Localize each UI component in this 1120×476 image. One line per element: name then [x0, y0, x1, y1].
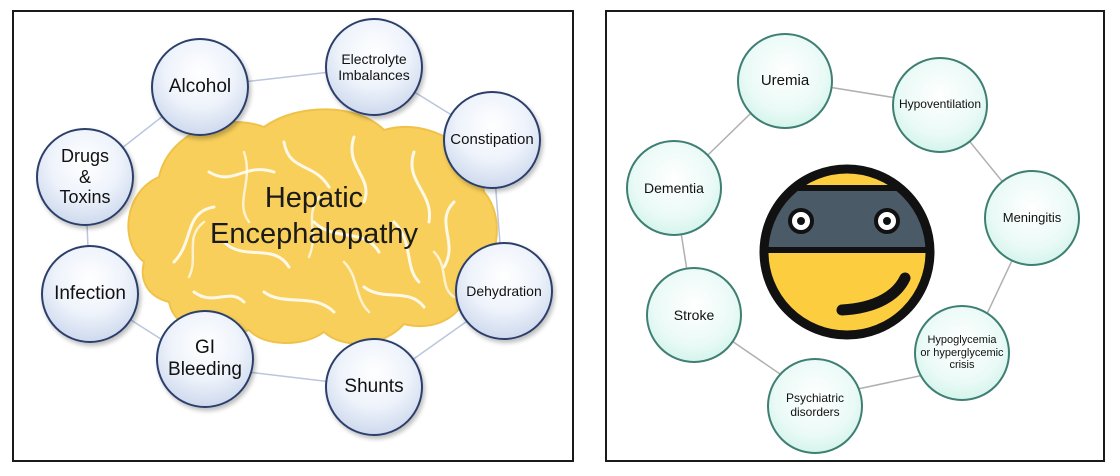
- node-electrolyte-imbalances: Electrolyte Imbalances: [325, 18, 423, 116]
- node-uremia: Uremia: [737, 33, 833, 129]
- node-hypoventilation: Hypoventilation: [892, 57, 988, 153]
- node-drugs-toxins: Drugs & Toxins: [36, 128, 134, 226]
- masked-face-icon: [759, 164, 935, 340]
- node-alcohol: Alcohol: [151, 38, 249, 136]
- node-dehydration: Dehydration: [455, 242, 553, 340]
- center-title-hepatic-encephalopathy: Hepatic Encephalopathy: [210, 182, 418, 251]
- node-constipation: Constipation: [443, 91, 541, 189]
- node-infection: Infection: [41, 245, 139, 343]
- node-stroke: Stroke: [646, 267, 742, 363]
- differential-diagnosis-panel: Uremia Hypoventilation Meningitis Hypogl…: [605, 10, 1105, 462]
- node-hypoglycemia-hyperglycemic-crisis: Hypoglycemia or hyperglycemic crisis: [914, 305, 1010, 401]
- hepatic-encephalopathy-panel: Hepatic Encephalopathy Alcohol Electroly…: [12, 10, 574, 462]
- node-psychiatric-disorders: Psychiatric disorders: [767, 358, 863, 454]
- node-gi-bleeding: GI Bleeding: [156, 310, 254, 408]
- node-shunts: Shunts: [325, 338, 423, 436]
- node-dementia: Dementia: [626, 140, 722, 236]
- node-meningitis: Meningitis: [984, 170, 1080, 266]
